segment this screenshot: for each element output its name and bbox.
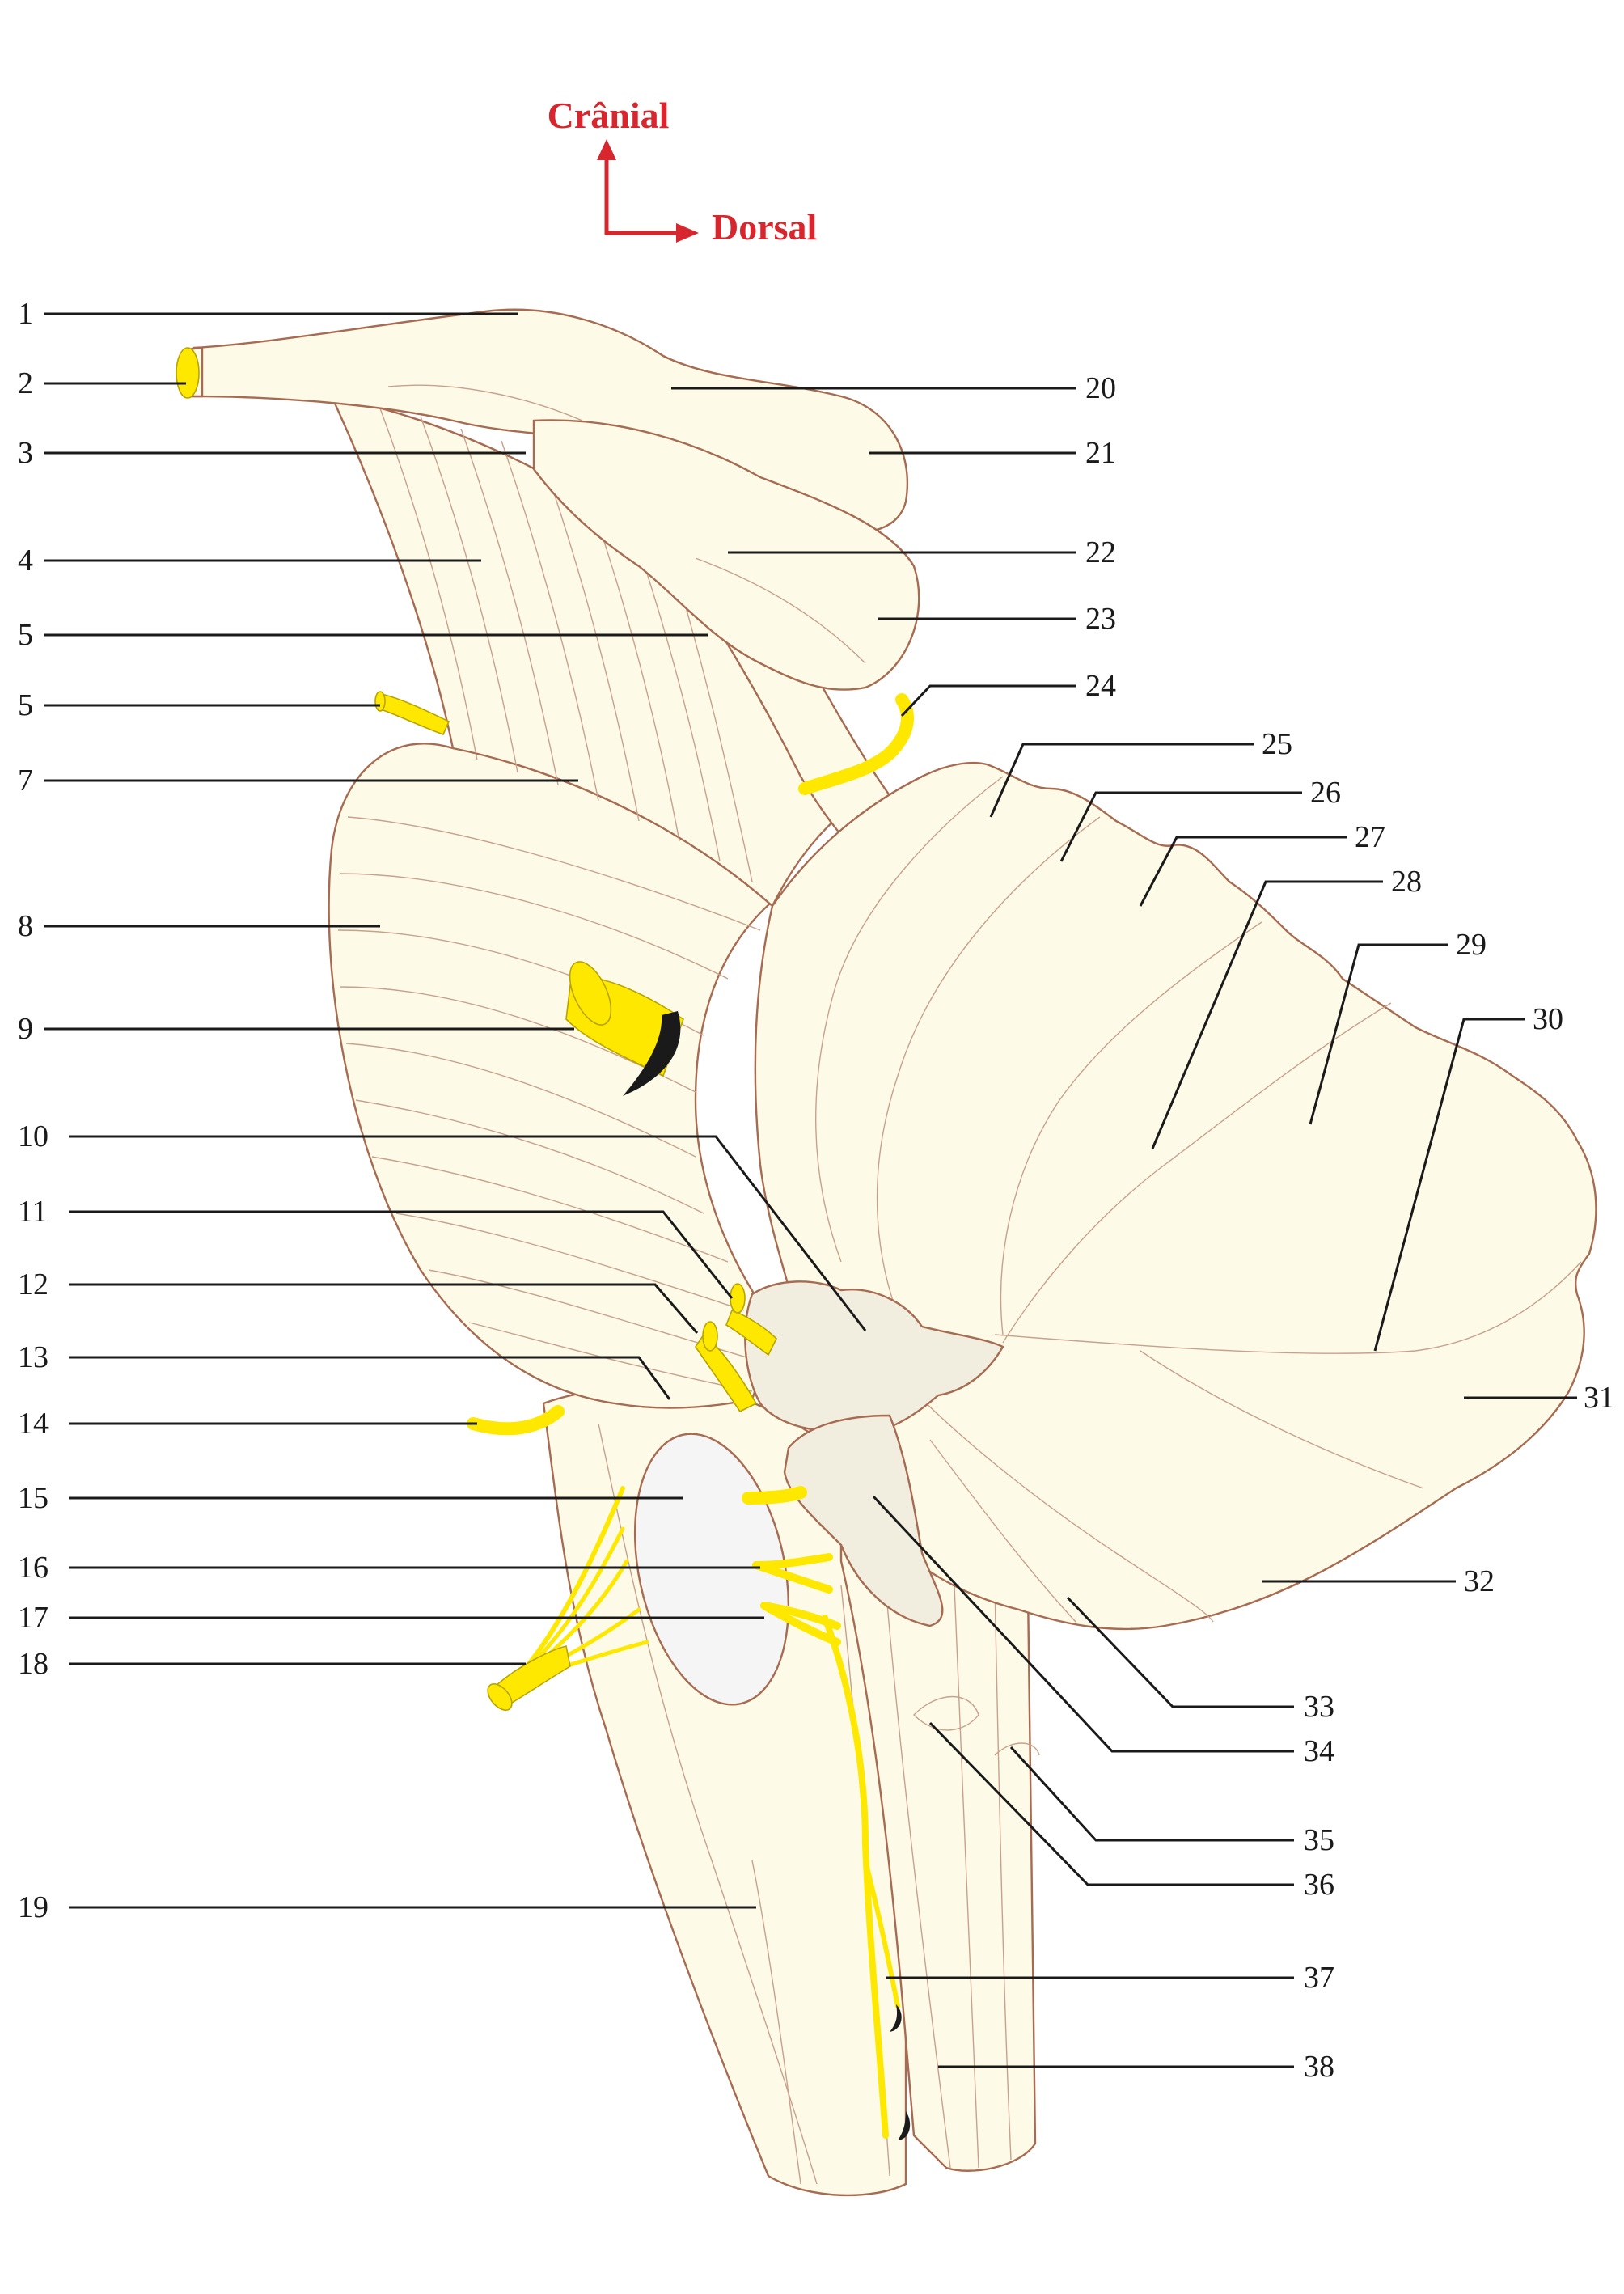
label-5b: 5: [18, 688, 33, 722]
label-27: 27: [1355, 820, 1385, 854]
label-35: 35: [1304, 1823, 1334, 1857]
label-3: 3: [18, 436, 33, 470]
label-11: 11: [18, 1195, 48, 1229]
vestibulocochlear-nerve: [695, 1333, 758, 1413]
label-2: 2: [18, 366, 33, 400]
label-7: 7: [18, 764, 33, 798]
number-labels-right: 20 21 22 23 24 25 26 27 28 29 30 31 32 3…: [1085, 371, 1614, 2084]
label-30: 30: [1533, 1002, 1563, 1036]
label-25: 25: [1262, 727, 1292, 761]
label-20: 20: [1085, 371, 1116, 405]
label-34: 34: [1304, 1734, 1334, 1768]
label-29: 29: [1456, 928, 1487, 962]
label-1: 1: [18, 297, 33, 331]
number-labels-left: 1 2 3 4 5 5 7 8 9 10 11 12 13 14 15 16 1…: [18, 297, 49, 1924]
flocculus: [744, 1280, 1004, 1435]
glossopharyngeal-root: [742, 1486, 807, 1505]
medulla-oblongata: [542, 1386, 1040, 2197]
label-24: 24: [1085, 669, 1116, 703]
label-13: 13: [18, 1340, 49, 1374]
label-12: 12: [18, 1268, 49, 1301]
label-31: 31: [1584, 1381, 1614, 1415]
cranial-label: Crânial: [548, 95, 670, 136]
cerebellar-peduncle-cut: [783, 1414, 944, 1627]
label-18: 18: [18, 1647, 49, 1681]
orientation-compass: Crânial Dorsal: [548, 95, 818, 248]
label-37: 37: [1304, 1961, 1334, 1995]
label-33: 33: [1304, 1690, 1334, 1724]
accessory-nerve-spinal: [822, 1615, 889, 2139]
cranial-arrow-head: [597, 139, 616, 160]
facial-nerve: [725, 1309, 777, 1357]
label-10: 10: [18, 1119, 49, 1153]
label-14: 14: [18, 1407, 49, 1441]
abducens-nerve: [467, 1405, 565, 1436]
label-28: 28: [1391, 865, 1422, 899]
vagus-roots: [752, 1553, 833, 1594]
cerebellum: [744, 762, 1597, 1631]
label-21: 21: [1085, 436, 1116, 470]
label-16: 16: [18, 1551, 49, 1585]
lateral-geniculate-region: [532, 419, 920, 691]
label-36: 36: [1304, 1868, 1334, 1902]
label-22: 22: [1085, 535, 1116, 569]
oculomotor-nerve: [378, 693, 450, 736]
label-4: 4: [18, 544, 33, 578]
label-8: 8: [18, 909, 33, 943]
leader-lines: [44, 312, 1577, 2068]
hypoglossal-nerve: [494, 1645, 571, 1708]
label-38: 38: [1304, 2050, 1334, 2084]
label-19: 19: [18, 1890, 49, 1924]
label-23: 23: [1085, 602, 1116, 636]
label-15: 15: [18, 1481, 49, 1515]
label-9: 9: [18, 1012, 33, 1046]
label-5: 5: [18, 618, 33, 652]
dorsal-arrow-head: [676, 223, 699, 243]
trigeminal-cut-edge: [623, 1011, 681, 1096]
optic-nerve-stub: [176, 347, 200, 399]
trochlear-nerve: [798, 693, 914, 795]
dorsal-label: Dorsal: [712, 206, 817, 248]
label-32: 32: [1464, 1564, 1495, 1598]
label-17: 17: [18, 1601, 49, 1635]
label-26: 26: [1310, 776, 1341, 810]
